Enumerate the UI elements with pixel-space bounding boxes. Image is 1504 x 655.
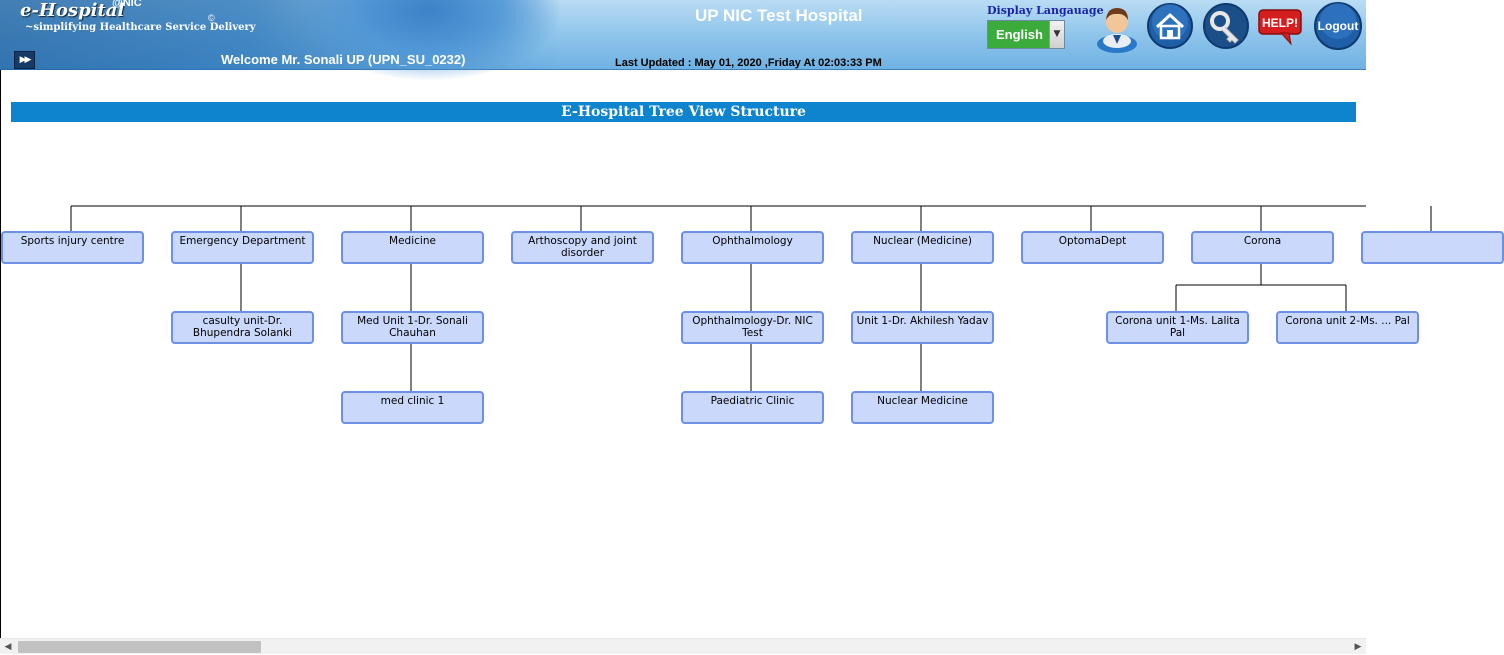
department-node[interactable] xyxy=(1361,231,1504,264)
logo-copyright: © xyxy=(208,13,215,23)
tree-connectors xyxy=(70,205,1432,391)
double-chevron-right-icon: ▶▶ xyxy=(19,55,32,65)
unit-node[interactable]: Med Unit 1-Dr. Sonali Chauhan xyxy=(341,311,484,344)
scroll-right-arrow-icon[interactable]: ▶ xyxy=(1354,642,1362,652)
welcome-text: Welcome Mr. Sonali UP (UPN_SU_0232) xyxy=(221,52,466,67)
logo-title: e-Hospital xyxy=(20,0,125,21)
chevron-down-icon: ▼ xyxy=(1049,21,1064,48)
department-node[interactable]: Arthoscopy and joint disorder xyxy=(511,231,654,264)
department-node[interactable]: Medicine xyxy=(341,231,484,264)
unit-node[interactable]: Corona unit 1-Ms. Lalita Pal xyxy=(1106,311,1249,344)
help-icon[interactable]: HELP! xyxy=(1257,2,1305,50)
unit-node[interactable]: Unit 1-Dr. Akhilesh Yadav xyxy=(851,311,994,344)
department-node[interactable]: Emergency Department xyxy=(171,231,314,264)
scroll-left-arrow-icon[interactable]: ◀ xyxy=(4,642,12,652)
clinic-node[interactable]: Paediatric Clinic xyxy=(681,391,824,424)
unit-node[interactable]: casulty unit-Dr. Bhupendra Solanki xyxy=(171,311,314,344)
department-node[interactable]: Sports injury centre xyxy=(1,231,144,264)
department-node[interactable]: Ophthalmology xyxy=(681,231,824,264)
unit-node[interactable]: Corona unit 2-Ms. ... Pal xyxy=(1276,311,1419,344)
menu-toggle-button[interactable]: ▶▶ xyxy=(14,51,35,69)
user-profile-icon[interactable] xyxy=(1093,2,1141,53)
language-label: Display Langauage xyxy=(987,4,1104,17)
hospital-name: UP NIC Test Hospital xyxy=(695,6,863,25)
scrollbar-thumb[interactable] xyxy=(18,641,261,653)
language-selected-value: English xyxy=(988,21,1049,48)
help-label: HELP! xyxy=(1262,16,1298,30)
last-updated-text: Last Updated : May 01, 2020 ,Friday At 0… xyxy=(615,57,882,69)
department-node[interactable]: Corona xyxy=(1191,231,1334,264)
logout-button[interactable]: Logout xyxy=(1312,2,1362,50)
language-select[interactable]: English ▼ xyxy=(987,20,1065,49)
tree-view: Sports injury centre Emergency Department… xyxy=(0,123,1504,638)
app-header: e-Hospital @NIC ~simplifying Healthcare … xyxy=(0,0,1366,80)
key-icon[interactable] xyxy=(1202,2,1250,50)
clinic-node[interactable]: med clinic 1 xyxy=(341,391,484,424)
unit-node[interactable]: Ophthalmology-Dr. NIC Test xyxy=(681,311,824,344)
page-title: E-Hospital Tree View Structure xyxy=(11,102,1356,122)
content-left-border xyxy=(0,70,1,638)
logo-tagline: ~simplifying Healthcare Service Delivery xyxy=(25,22,256,33)
home-icon[interactable] xyxy=(1146,2,1194,50)
department-node[interactable]: OptomaDept xyxy=(1021,231,1164,264)
horizontal-scrollbar[interactable]: ◀ ▶ xyxy=(0,638,1366,654)
logout-label: Logout xyxy=(1318,19,1359,33)
logo-superscript: @NIC xyxy=(112,0,142,9)
clinic-node[interactable]: Nuclear Medicine xyxy=(851,391,994,424)
department-node[interactable]: Nuclear (Medicine) xyxy=(851,231,994,264)
